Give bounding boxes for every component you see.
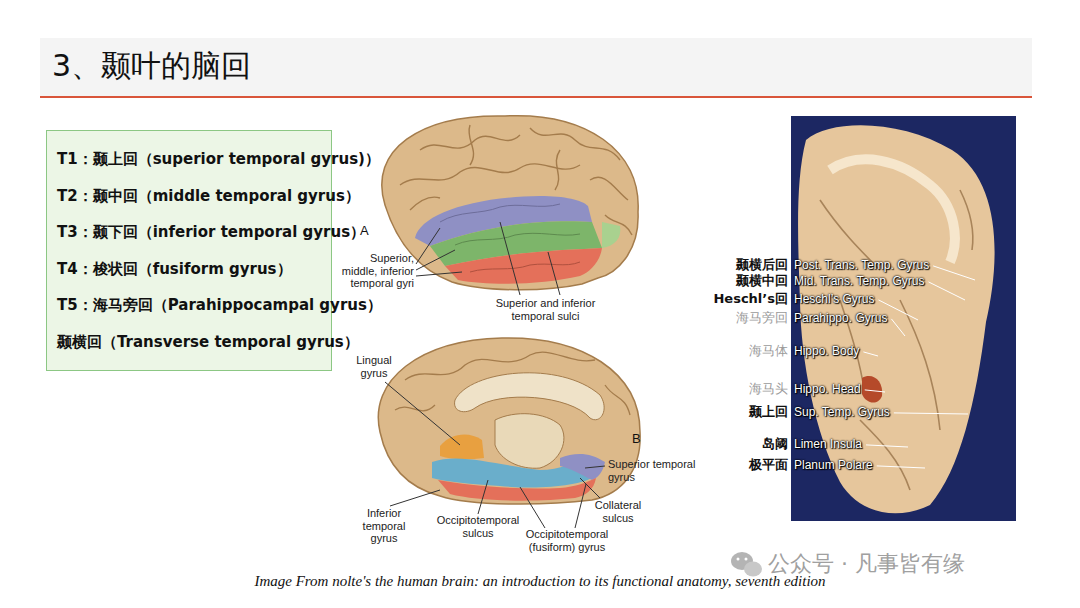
watermark: 公众号 · 凡事皆有缘 [768,551,965,576]
chinese-label: 极平面 [690,458,788,473]
gyrus-list-box: T1：颞上回（superior temporal gyrus)）T2：颞中回（m… [46,130,332,371]
chinese-label: 海马旁回 [690,311,788,326]
header-rule [40,96,1032,98]
photo-label: Planum Polare [794,459,873,473]
region-label: Lingual gyrus [343,354,405,379]
photo-label: Hippo. Body [794,345,859,359]
photo-leader-line [877,466,925,468]
region-label: Occipitotemporal (fusiform) gyrus [508,528,626,553]
region-label: Superior and inferior temporal sulci [478,297,613,322]
photo-leader-line [863,352,878,356]
header-band [40,38,1032,96]
photo-label: Heschl’s Gyrus [794,293,874,307]
region-label: Inferior temporal gyrus [352,507,416,545]
photo-label: Limen Insula [794,438,862,452]
wechat-icon [731,552,762,577]
panel-letter: A [360,224,369,239]
panel-letter: B [632,432,641,447]
gyrus-list-item: 颞横回（Transverse temporal gyrus） [57,324,323,361]
chinese-label: 海马头 [690,382,788,397]
chinese-label: 海马体 [690,344,788,359]
chinese-label: 颞上回 [690,405,788,420]
photo-leader-line [928,282,965,300]
photo-label: Post. Trans. Temp. Gyrus [794,259,929,273]
chinese-label: 颞横中回 [690,274,788,289]
region-label: Occipitotemporal sulcus [428,514,528,539]
photo-leader-line [891,319,905,336]
region-label: Collateral sulcus [585,499,651,524]
gyrus-list-item: T4：梭状回（fusiform gyrus） [57,251,323,288]
photo-leader-line [894,413,968,414]
illustration-leaders [385,222,605,528]
chinese-label: 岛阈 [690,437,788,452]
photo-leader-line [865,390,885,392]
photo-label: Sup. Temp. Gyrus [794,406,890,420]
photo-leader-line [933,266,975,280]
photo-label: Hippo. Head [794,383,861,397]
gyrus-list-item: T2：颞中回（middle temporal gyrus） [57,178,323,215]
chinese-label: 颞横后回 [690,258,788,273]
region-label: Superior temporal gyrus [608,458,698,483]
photo-label: Parahippo. Gyrus [794,312,887,326]
chinese-label: Heschl’s回 [690,292,788,307]
gyrus-list-item: T1：颞上回（superior temporal gyrus)） [57,141,323,178]
medial-brain [378,338,640,504]
gyrus-list-item: T3：颞下回（inferior temporal gyrus） [57,214,323,251]
photo-label: Mid. Trans. Temp. Gyrus [794,275,924,289]
gyrus-list-item: T5：海马旁回（Parahippocampal gyrus） [57,287,323,324]
temporal-lobe-photo [791,116,1016,521]
photo-leader-line [866,445,908,447]
lateral-brain [382,116,638,290]
region-label: Superior, middle, inferior temporal gyri [334,252,414,290]
slide-title: 3、颞叶的脑回 [52,44,251,88]
